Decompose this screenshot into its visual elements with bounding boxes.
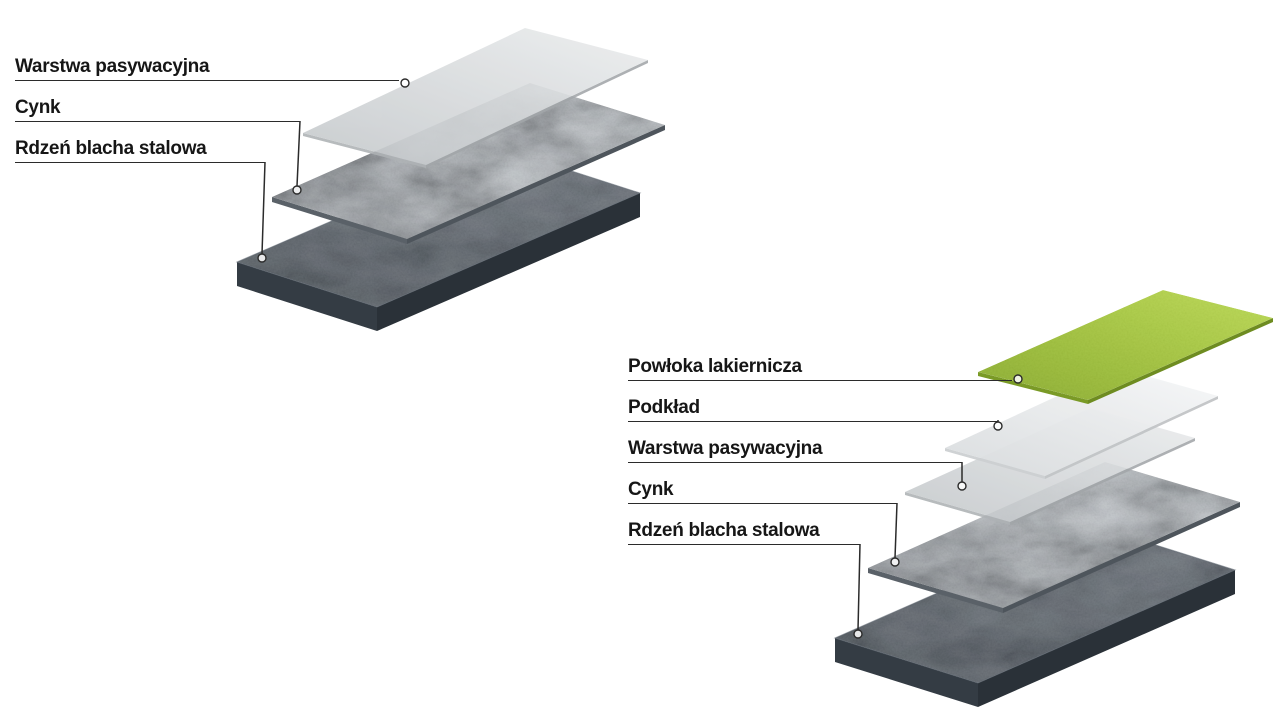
primer-side-left (945, 448, 1045, 479)
marker-warstwa-pasywacyjna (400, 78, 410, 88)
label-left-warstwa-pasywacyjna: Warstwa pasywacyjna (15, 57, 399, 81)
zinc-side-left (272, 197, 407, 244)
right-primer-layer (945, 368, 1218, 479)
label-right-cynk: Cynk (628, 480, 897, 504)
label-left-cynk: Cynk (15, 98, 300, 122)
marker-podklad (993, 421, 1003, 431)
marker-rdzen (257, 253, 267, 263)
label-right-rdzen-blacha-stalowa: Rdzeń blacha stalowa (628, 521, 860, 545)
right-paint-layer (978, 290, 1273, 404)
steel-core-side-left (237, 262, 377, 331)
primer-top-face (945, 368, 1218, 476)
label-right-warstwa-pasywacyjna: Warstwa pasywacyjna (628, 439, 962, 463)
left-passivation-layer (303, 28, 648, 168)
marker-rdzen (853, 629, 863, 639)
passivation-side-left (905, 492, 1010, 525)
passivation-side-left (303, 133, 426, 168)
paint-side-right (1088, 318, 1273, 404)
passivation-side-right (426, 60, 648, 168)
right-diagram (833, 290, 1273, 707)
label-right-podklad: Podkład (628, 398, 998, 422)
steel-core-side-right (978, 570, 1235, 707)
marker-powloka-lakiernicza (1013, 374, 1023, 384)
leader-line-cynk (894, 502, 898, 559)
leader-line-rdzen (261, 161, 266, 255)
zinc-side-right (1003, 502, 1240, 613)
marker-cynk (292, 185, 302, 195)
zinc-side-left (868, 568, 1003, 613)
passivation-side-right (1010, 438, 1195, 525)
right-leader-lines (853, 374, 1023, 639)
marker-cynk (890, 557, 900, 567)
label-left-rdzen-blacha-stalowa: Rdzeń blacha stalowa (15, 139, 265, 163)
passivation-top-face (303, 28, 648, 165)
primer-side-right (1045, 396, 1218, 479)
left-leader-lines (257, 78, 410, 263)
steel-core-side-right (377, 193, 640, 331)
steel-core-side-left (835, 638, 978, 707)
label-right-powloka-lakiernicza: Powłoka lakiernicza (628, 357, 1012, 381)
marker-warstwa-pasywacyjna (957, 481, 967, 491)
leader-line-cynk (296, 120, 301, 187)
zinc-side-right (407, 125, 665, 244)
leader-line-rdzen (857, 543, 861, 631)
